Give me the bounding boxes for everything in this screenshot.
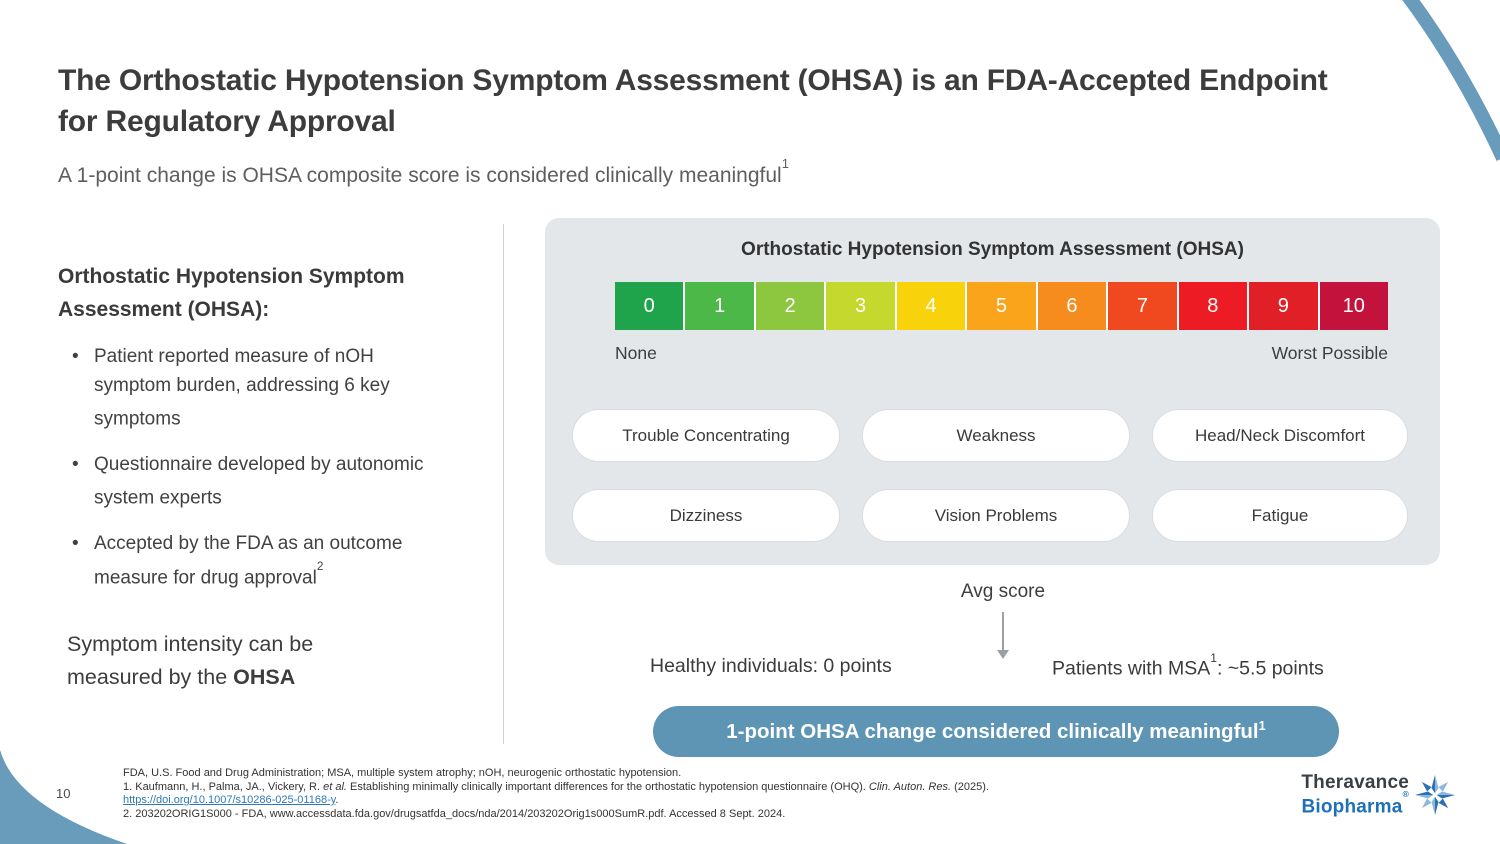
- ohsa-bullet-list: Patient reported measure of nOH symptom …: [58, 343, 450, 609]
- severity-scale: 0 1 2 3 4 5 6 7 8 9 10: [615, 282, 1388, 330]
- healthy-individuals-score: Healthy individuals: 0 points: [650, 655, 892, 677]
- symptom-pill-grid: Trouble Concentrating Weakness Head/Neck…: [572, 409, 1408, 542]
- vertical-divider: [503, 224, 504, 744]
- scale-cell-10: 10: [1319, 282, 1388, 330]
- logo-line-biopharma: Biopharma®: [1301, 788, 1409, 817]
- scale-cell-8: 8: [1178, 282, 1250, 330]
- scale-cell-6: 6: [1037, 282, 1109, 330]
- starburst-logo-icon: [1414, 774, 1456, 815]
- scale-endpoint-labels: None Worst Possible: [615, 343, 1388, 364]
- symptom-pill-vision-problems: Vision Problems: [862, 489, 1130, 542]
- scale-cell-1: 1: [685, 282, 756, 330]
- scale-label-none: None: [615, 343, 657, 363]
- page-number: 10: [56, 786, 71, 801]
- symptom-pill-weakness: Weakness: [862, 409, 1130, 462]
- symptom-pill-dizziness: Dizziness: [572, 489, 840, 542]
- scale-cell-5: 5: [967, 282, 1038, 330]
- avg-score-label: Avg score: [960, 581, 1046, 602]
- scale-cell-4: 4: [896, 282, 968, 330]
- top-right-arc-decoration: [1402, 0, 1500, 161]
- registered-mark: ®: [1402, 788, 1409, 799]
- theravance-biopharma-logo: Theravance Biopharma®: [1301, 773, 1456, 816]
- subtitle-text: A 1-point change is OHSA composite score…: [58, 164, 782, 187]
- doi-link[interactable]: https://doi.org/10.1007/s10286-025-01168…: [123, 794, 336, 806]
- msa-footnote-marker: 1: [1210, 650, 1217, 665]
- footnote-reference-2: 2. 203202ORIG1S000 - FDA, www.accessdata…: [123, 807, 786, 820]
- page-title: The Orthostatic Hypotension Symptom Asse…: [58, 64, 1328, 138]
- symptom-pill-trouble-concentrating: Trouble Concentrating: [572, 409, 840, 462]
- scale-cell-0: 0: [615, 282, 686, 330]
- footnote-reference-1: 1. Kaufmann, H., Palma, JA., Vickery, R.…: [123, 780, 989, 793]
- msa-patients-score: Patients with MSA1: ~5.5 points: [1052, 650, 1324, 680]
- clinically-meaningful-banner: 1-point OHSA change considered clinicall…: [653, 706, 1339, 757]
- assessment-panel-title: Orthostatic Hypotension Symptom Assessme…: [741, 239, 1244, 260]
- footnote-abbreviations: FDA, U.S. Food and Drug Administration; …: [123, 767, 682, 779]
- down-arrow-icon: [997, 612, 1009, 659]
- symptom-pill-head-neck-discomfort: Head/Neck Discomfort: [1152, 409, 1408, 462]
- bullet-fda-accepted: Accepted by the FDA as an outcome measur…: [58, 530, 450, 592]
- scale-cell-9: 9: [1249, 282, 1320, 330]
- summary-ohsa-bold: OHSA: [233, 665, 296, 689]
- subtitle-footnote-marker: 1: [781, 156, 789, 172]
- scale-cell-3: 3: [826, 282, 897, 330]
- scale-cell-7: 7: [1108, 282, 1179, 330]
- bullet-patient-reported: Patient reported measure of nOH symptom …: [58, 343, 450, 434]
- footnote-doi-line: https://doi.org/10.1007/s10286-025-01168…: [123, 794, 339, 806]
- assessment-panel: Orthostatic Hypotension Symptom Assessme…: [545, 218, 1440, 565]
- banner-footnote-marker: 1: [1258, 718, 1266, 734]
- symptom-pill-fatigue: Fatigue: [1152, 489, 1408, 542]
- logo-line-theravance: Theravance: [1301, 772, 1409, 793]
- scale-label-worst: Worst Possible: [1271, 343, 1388, 363]
- symptom-intensity-summary: Symptom intensity can be measured by the…: [67, 632, 314, 689]
- bottom-left-corner-decoration: [0, 750, 127, 844]
- bullet-questionnaire: Questionnaire developed by autonomic sys…: [58, 451, 450, 513]
- slide-subtitle: A 1-point change is OHSA composite score…: [58, 156, 789, 188]
- footnotes-block: FDA, U.S. Food and Drug Administration; …: [123, 767, 989, 821]
- left-column-heading: Orthostatic Hypotension Symptom Assessme…: [58, 265, 405, 321]
- bullet-footnote-marker: 2: [316, 560, 324, 574]
- scale-cell-2: 2: [755, 282, 827, 330]
